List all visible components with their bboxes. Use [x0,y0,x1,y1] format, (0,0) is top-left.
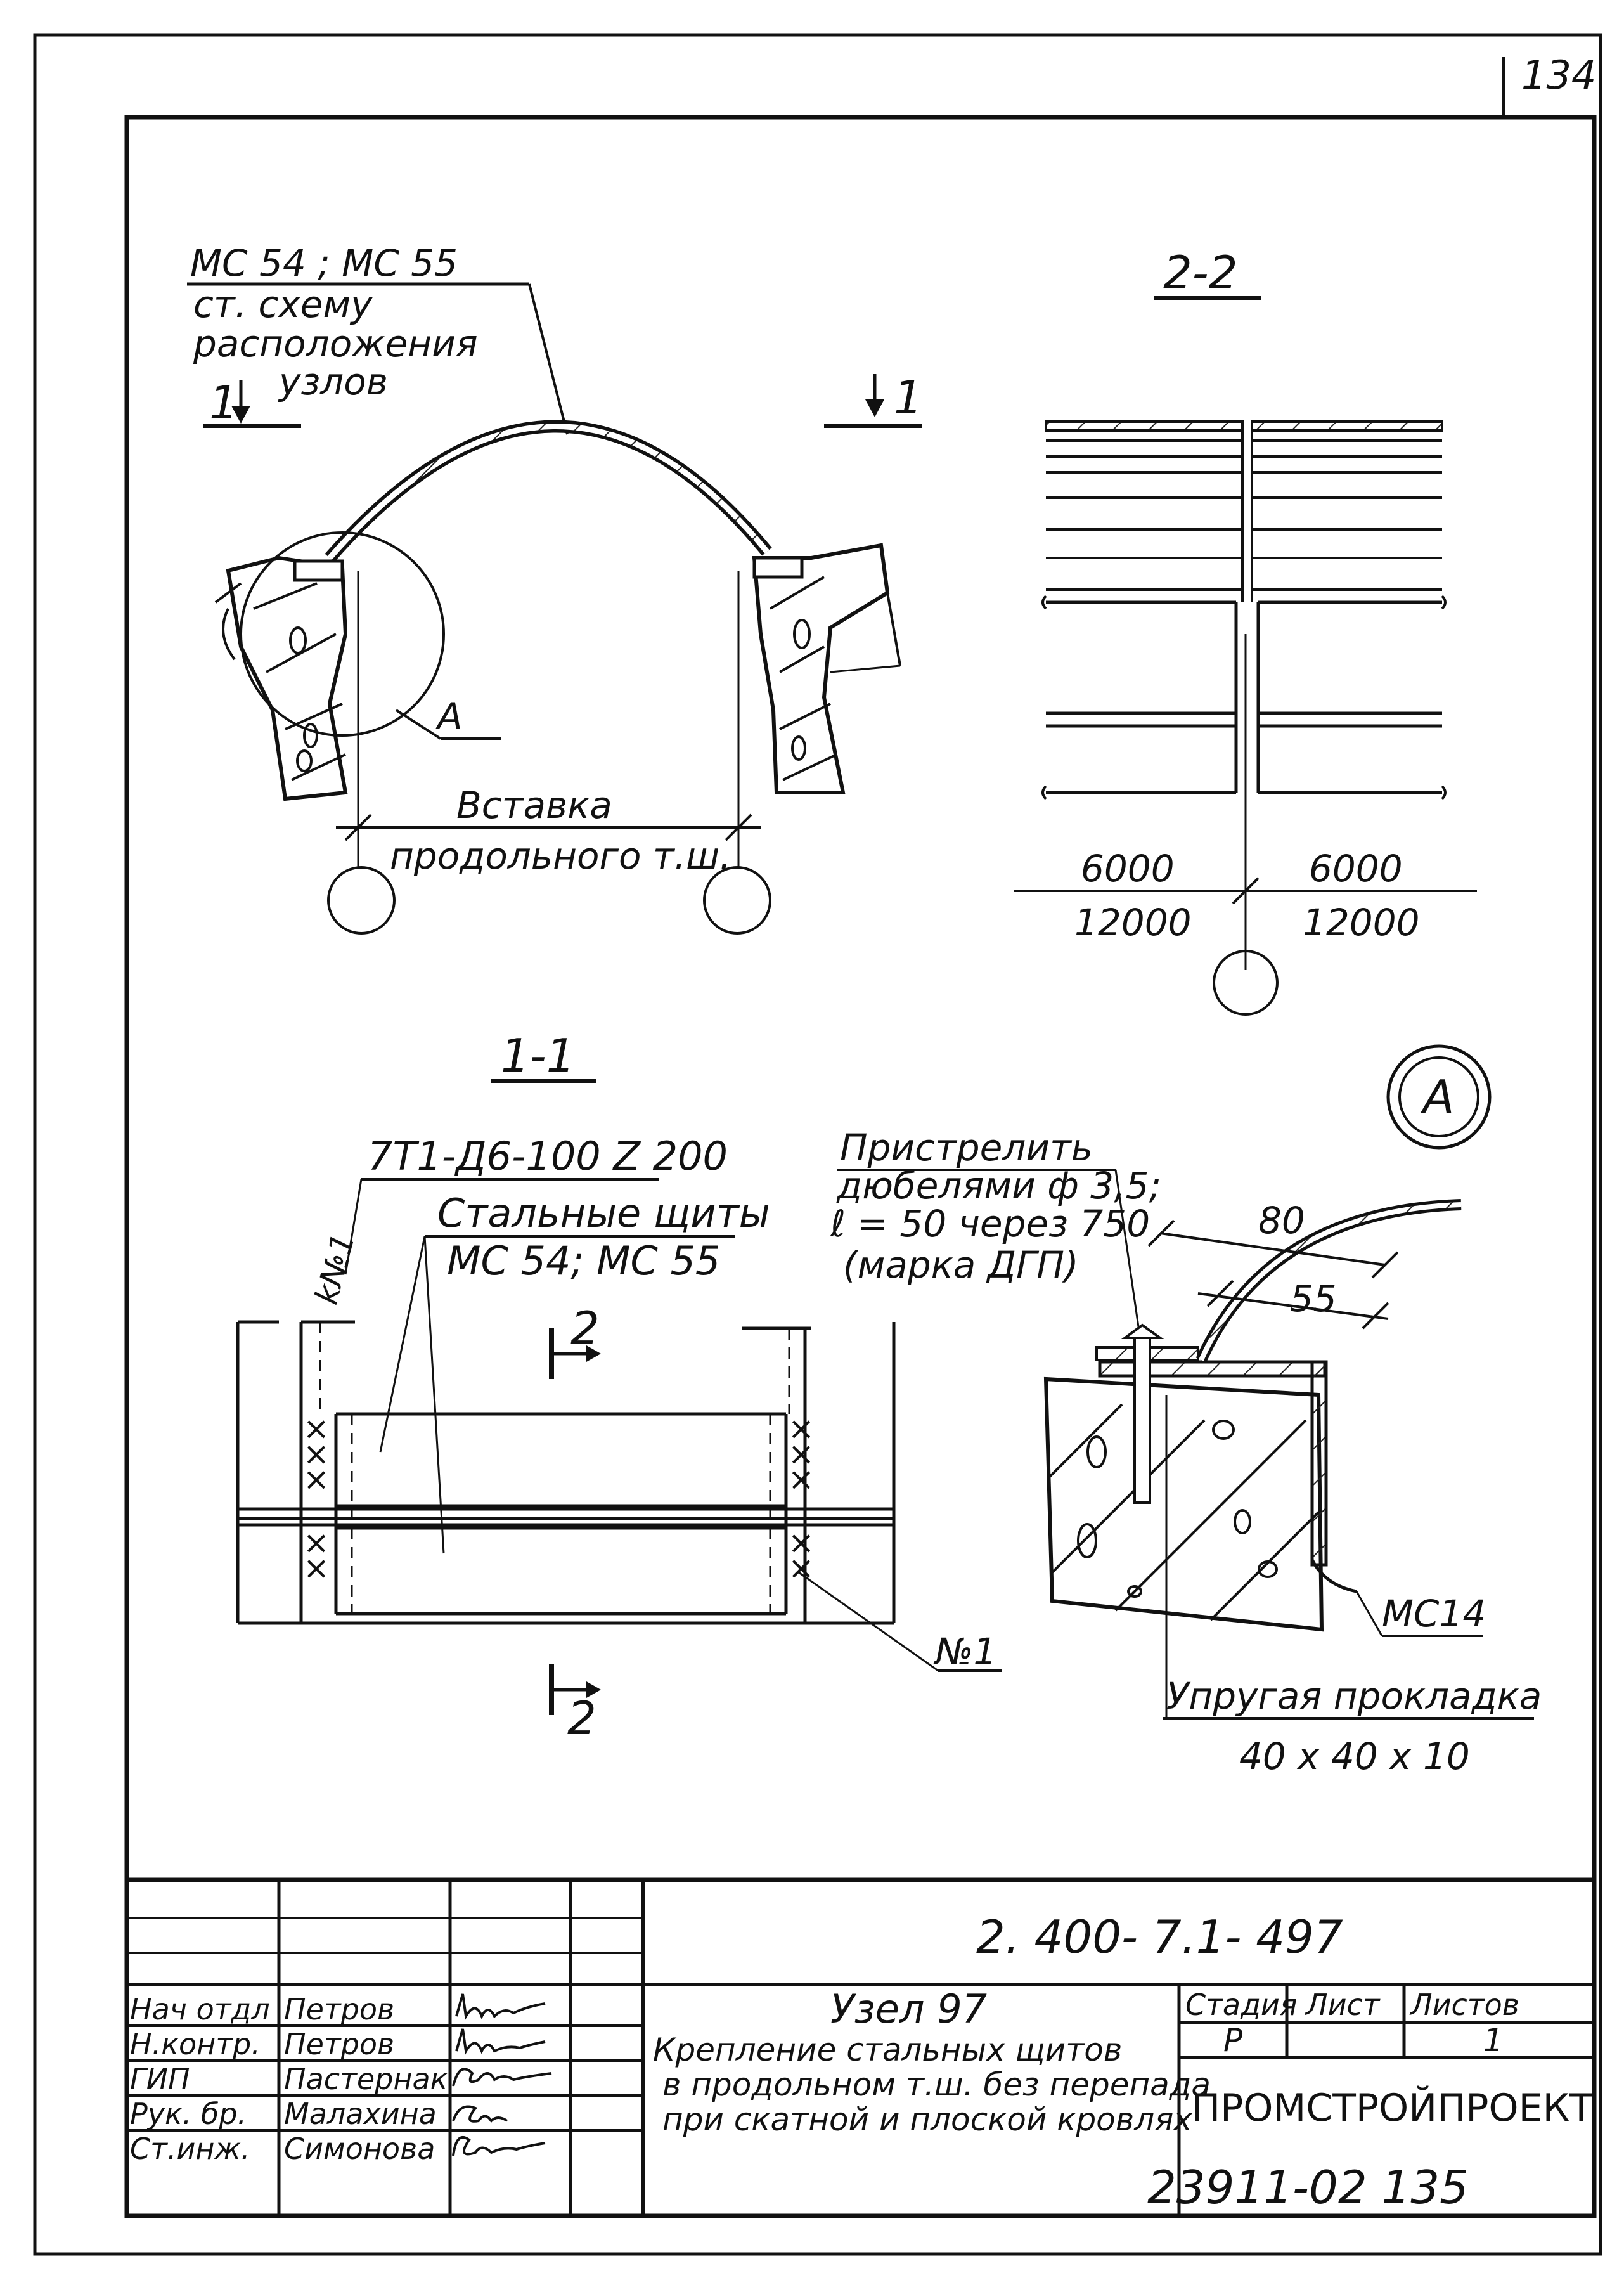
stage-value: Р [1223,2022,1243,2059]
svg-text:×: × [788,1461,815,1498]
role-title-2: Н.контр. [130,2027,261,2061]
detail-note-4: (марка ДГП) [843,1243,1079,1286]
item-mark: №1 [933,1630,996,1673]
dim-right-top: 6000 [1309,847,1403,890]
role-title-5: Ст.инж. [130,2132,250,2166]
detail-a-bubble: А [1421,1070,1454,1124]
role-name-5: Симонова [284,2132,435,2166]
svg-text:×: × [788,1435,815,1472]
detail-circle [240,531,445,737]
cut-2-top: 2 [570,1302,600,1355]
svg-text:×: × [788,1524,815,1561]
organization: ПРОМСТРОЙПРОЕКТ [1192,2085,1593,2130]
detail-note-1: Пристрелить [840,1126,1093,1169]
outer-border [33,33,1602,2256]
detail-note-2: дюбелями ф 3,5; [836,1164,1161,1207]
dim-55: 55 [1290,1277,1337,1320]
role-title-3: ГИП [130,2062,190,2096]
svg-text:×: × [303,1524,330,1561]
panels-line-2: МС 54; МС 55 [447,1238,720,1284]
callout-line-4: узлов [278,360,388,403]
section-1-1-title: 1-1 [501,1029,576,1082]
gasket-line-2: 40 х 40 х 10 [1239,1735,1470,1778]
section-2-2-title: 2-2 [1163,246,1238,299]
part-mark: МС14 [1382,1592,1486,1635]
section-1-1: 1-1 7Т1-Д6-100 Z 200 Стальные щиты МС 54… [236,1029,1002,1745]
top-view: МС 54 ; МС 55 ст. схему расположения узл… [187,242,923,935]
axis-bubble-left [327,866,396,935]
role-title-4: Рук. бр. [130,2097,247,2131]
axis-bubble-right [703,866,771,935]
weld-mark: k№1 [308,1229,362,1308]
dim-left-top: 6000 [1081,847,1175,890]
sheets-value: 1 [1483,2022,1504,2059]
stage-header: Стадия [1185,1988,1297,2022]
signatures [452,1993,552,2156]
detail-a: А Пристрелить дюбелями ф 3,5; ℓ = 50 чер… [830,1044,1542,1778]
bolt-note: 7Т1-Д6-100 Z 200 [368,1133,728,1179]
panels-line-1: Стальные щиты [437,1190,770,1236]
doc-code: 2. 400- 7.1- 497 [976,1910,1343,1964]
svg-text:×: × [788,1410,815,1447]
svg-text:×: × [303,1550,330,1586]
role-title-1: Нач отдл [130,1992,270,2026]
weld-crosses: ××× ×× ××× ×× [303,1410,815,1586]
dim-right-bottom: 12000 [1303,901,1420,944]
callout-line-1: МС 54 ; МС 55 [190,242,458,285]
section-2-2: 2-2 [1014,246,1477,1016]
gasket-line-1: Упругая прокладка [1166,1674,1542,1718]
role-name-3: Пастернак [284,2062,448,2096]
drawing-frame [124,115,1597,2218]
svg-text:×: × [303,1461,330,1498]
callout-line-2: ст. схему [193,283,373,326]
cut-mark-right: 1 [894,371,923,424]
description-line-2: в продольном т.ш. без перепада [662,2066,1211,2103]
role-name-2: Петров [284,2027,394,2061]
description-line-3: при скатной и плоской кровлях [662,2101,1192,2138]
detail-ref-label: А [435,695,463,738]
role-name-1: Петров [284,1992,394,2026]
dim-left-bottom: 12000 [1074,901,1192,944]
svg-text:×: × [303,1435,330,1472]
cut-2-bottom: 2 [567,1692,596,1745]
insert-label-1: Вставка [456,784,612,827]
callout-line-3: расположения [193,322,478,365]
sheet-header: Лист [1305,1988,1381,2022]
role-name-4: Малахина [284,2097,437,2131]
axis-bubble-center [1213,950,1279,1016]
cut-mark-left: 1 [209,376,238,429]
sheet-number: 134 [1521,52,1596,98]
description-line-1: Крепление стальных щитов [653,2031,1122,2068]
callout-leader [528,283,569,435]
title-block [127,1877,1594,2216]
sheets-header: Листов [1409,1988,1519,2022]
dim-80: 80 [1258,1199,1305,1242]
archive-number: 23911-02 135 [1147,2161,1469,2214]
detail-note-3: ℓ = 50 через 750 [830,1202,1150,1245]
node-title: Узел 97 [830,1986,987,2032]
right-beam [752,543,890,794]
svg-text:×: × [303,1410,330,1447]
insert-label-2: продольного т.ш. [390,834,731,878]
